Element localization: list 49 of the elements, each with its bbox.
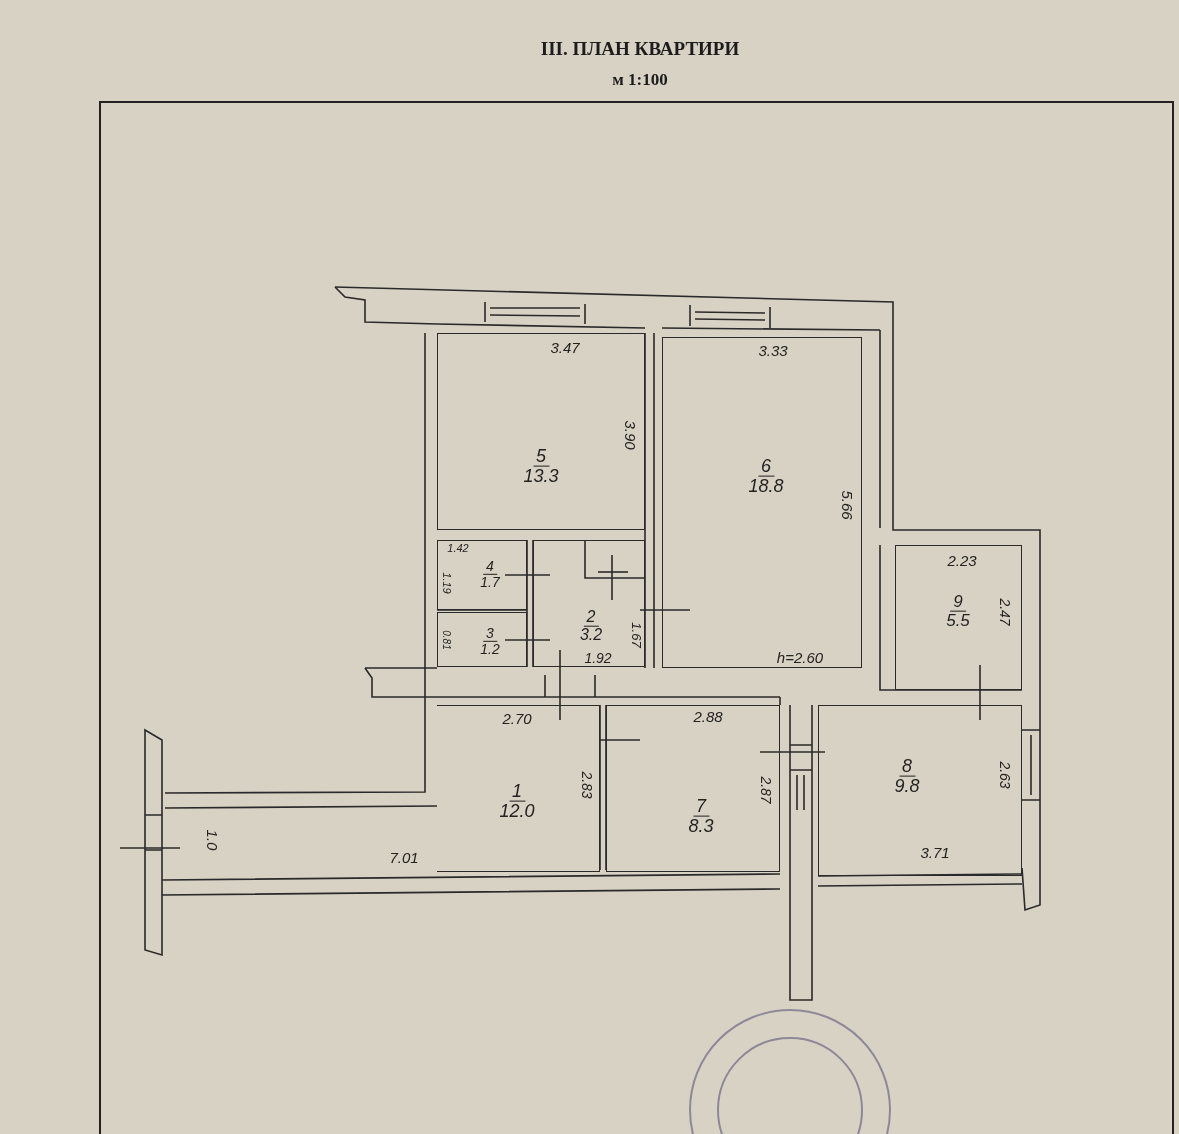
dimension-label: 1.42 bbox=[447, 542, 469, 554]
dimension-label: 2.87 bbox=[759, 776, 773, 804]
scale-caption: м 1:100 bbox=[612, 70, 668, 90]
room-number: 7 bbox=[693, 796, 709, 817]
dimension-label: 1.19 bbox=[440, 572, 452, 594]
room-number: 1 bbox=[509, 781, 525, 802]
room-number: 2 bbox=[583, 608, 599, 627]
dimension-label: 2.47 bbox=[998, 598, 1012, 626]
room bbox=[895, 545, 1022, 690]
room-area: 5.5 bbox=[943, 611, 973, 630]
room-number: 4 bbox=[483, 558, 497, 575]
room-area: 1.7 bbox=[477, 574, 503, 590]
dimension-label: 2.88 bbox=[693, 708, 723, 724]
room bbox=[818, 705, 1022, 876]
dimension-label: 3.90 bbox=[622, 420, 638, 450]
room-number: 3 bbox=[483, 625, 497, 642]
room bbox=[662, 337, 862, 668]
room-area: 1.2 bbox=[477, 641, 503, 657]
room-number: 5 bbox=[533, 446, 549, 467]
dimension-label: 7.01 bbox=[389, 849, 419, 865]
room bbox=[437, 612, 527, 667]
room bbox=[437, 705, 600, 872]
dimension-label: 2.83 bbox=[580, 771, 594, 799]
dimension-label: 1.92 bbox=[584, 651, 612, 665]
room-area: 9.8 bbox=[891, 776, 923, 796]
dimension-label: 3.71 bbox=[920, 844, 950, 860]
dimension-label: h=2.60 bbox=[776, 649, 824, 665]
dimension-label: 5.66 bbox=[839, 490, 855, 520]
dimension-label: 3.33 bbox=[758, 342, 788, 358]
room-number: 8 bbox=[899, 756, 915, 777]
dimension-label: 2.63 bbox=[998, 761, 1012, 789]
dimension-label: 0.81 bbox=[441, 630, 451, 650]
dimension-label: 3.47 bbox=[550, 339, 580, 355]
dimension-label: 1.0 bbox=[204, 829, 220, 851]
room bbox=[437, 540, 527, 610]
room-number: 6 bbox=[758, 456, 774, 477]
room bbox=[437, 333, 645, 530]
room-number: 9 bbox=[950, 592, 966, 612]
room-area: 8.3 bbox=[685, 816, 717, 836]
plan-title: III. ПЛАН КВАРТИРИ bbox=[540, 38, 740, 60]
room-area: 12.0 bbox=[496, 801, 538, 821]
dimension-label: 2.23 bbox=[947, 552, 977, 568]
dimension-label: 2.70 bbox=[502, 710, 532, 726]
room-area: 13.3 bbox=[520, 466, 562, 486]
room bbox=[606, 705, 780, 872]
room-area: 3.2 bbox=[576, 626, 606, 644]
dimension-label: 1.67 bbox=[629, 622, 643, 648]
room bbox=[533, 540, 645, 667]
room-area: 18.8 bbox=[745, 476, 787, 496]
